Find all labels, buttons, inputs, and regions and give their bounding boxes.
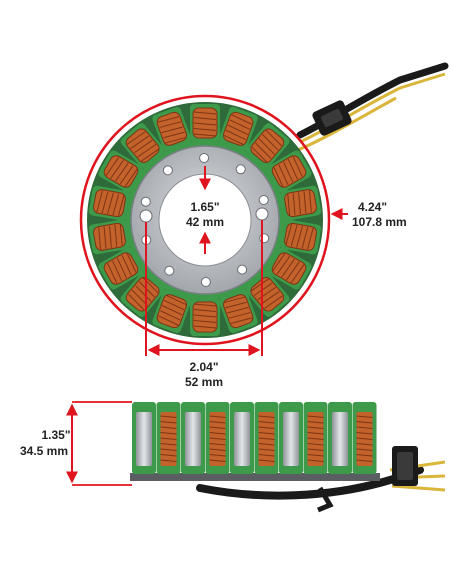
side-coil-block xyxy=(352,402,377,474)
copper-coil xyxy=(245,271,290,317)
height-dim-inches: 1.35" xyxy=(41,428,70,442)
copper-coil xyxy=(279,185,322,221)
copper-coil xyxy=(279,219,322,255)
outer-dim-mm: 107.8 mm xyxy=(352,215,407,229)
side-coil-block xyxy=(303,402,328,474)
bolt-dim-inches: 2.04" xyxy=(189,360,218,374)
side-coil-block xyxy=(328,402,352,474)
mounting-hole xyxy=(164,265,175,276)
outer-diameter-dimension: 4.24" 107.8 mm xyxy=(330,200,407,229)
inner-dim-mm: 42 mm xyxy=(186,215,224,229)
copper-coil xyxy=(266,150,312,193)
mounting-hole xyxy=(200,277,211,287)
wire-harness-side xyxy=(196,446,446,513)
copper-coil xyxy=(120,123,165,169)
copper-coil xyxy=(266,247,312,290)
copper-coil xyxy=(218,289,258,334)
mounting-hole xyxy=(235,164,246,175)
copper-coil xyxy=(88,185,131,221)
copper-coil xyxy=(98,150,144,193)
wire-harness-top xyxy=(296,62,449,152)
side-coil-block xyxy=(279,402,303,474)
outer-dim-inches: 4.24" xyxy=(358,200,387,214)
mounting-hole xyxy=(237,264,248,275)
bolt-hole-left xyxy=(139,209,153,223)
copper-coil xyxy=(88,219,131,255)
copper-coil xyxy=(152,289,192,334)
mounting-hole xyxy=(199,153,210,163)
mounting-hole xyxy=(162,165,173,176)
copper-coil xyxy=(98,247,144,290)
height-dim-mm: 34.5 mm xyxy=(20,444,68,458)
side-coil-block xyxy=(230,402,254,474)
side-coil-block xyxy=(205,402,230,474)
copper-coil xyxy=(190,104,220,142)
stator-side-view xyxy=(130,402,380,481)
side-coil-block xyxy=(132,402,156,474)
side-coil-block xyxy=(156,402,181,474)
inner-diameter-dimension: 1.65" 42 mm xyxy=(186,166,224,254)
copper-coil xyxy=(218,106,258,151)
inner-dim-inches: 1.65" xyxy=(190,200,219,214)
side-base-plate xyxy=(130,473,380,481)
copper-coil xyxy=(190,298,220,336)
copper-coil xyxy=(120,271,165,317)
bolt-hole-right xyxy=(255,207,269,221)
side-coil-block xyxy=(181,402,205,474)
mounting-hole xyxy=(258,195,269,205)
stator-top-view xyxy=(87,102,323,338)
height-dimension: 1.35" 34.5 mm xyxy=(20,401,132,486)
bolt-spacing-dimension: 2.04" 52 mm xyxy=(145,220,263,389)
side-coil-block xyxy=(254,402,279,474)
bolt-dim-mm: 52 mm xyxy=(185,375,223,389)
copper-coil xyxy=(152,106,192,151)
mounting-hole xyxy=(140,196,151,207)
copper-coil xyxy=(245,123,290,169)
